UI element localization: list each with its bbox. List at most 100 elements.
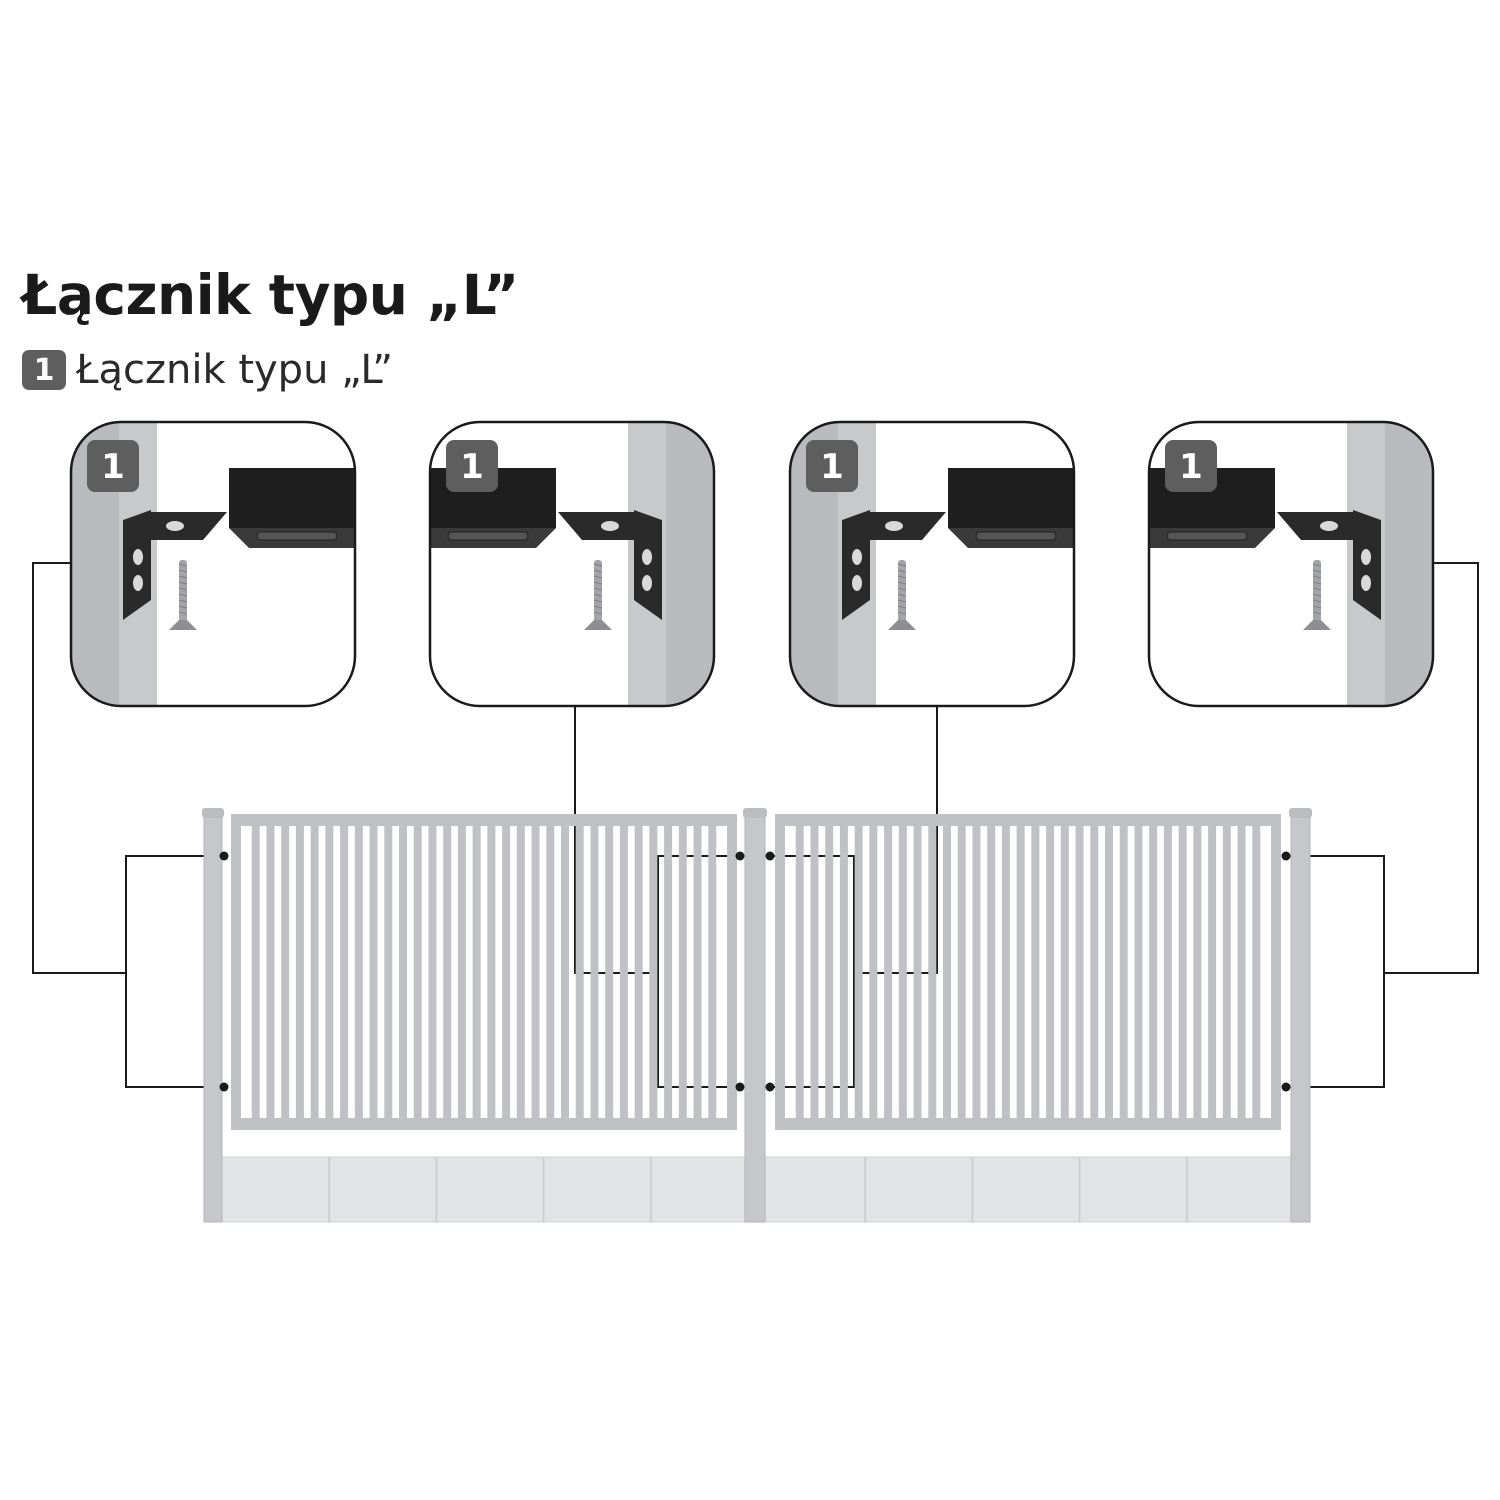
fence-picket <box>295 826 304 1118</box>
screw-thread <box>178 563 188 567</box>
screw-thread <box>1312 593 1322 597</box>
leader-line-4 <box>1384 562 1479 974</box>
fence-picket <box>310 826 319 1118</box>
screw-thread <box>178 599 188 603</box>
fence-post <box>1290 815 1311 1223</box>
attachment-points <box>219 851 1291 1092</box>
panel-frame <box>1271 814 1281 1130</box>
fence-picket <box>913 826 922 1118</box>
callout-number-badge <box>1165 440 1217 492</box>
fence-post <box>203 815 223 1223</box>
fence-picket <box>354 826 363 1118</box>
rail-slot <box>975 531 1057 541</box>
callout-number-badge <box>87 440 139 492</box>
callout-number: 1 <box>460 447 484 487</box>
fence-picket <box>1105 826 1113 1118</box>
fence-picket <box>854 826 863 1118</box>
callout-number-badge <box>446 440 498 492</box>
callout-number: 1 <box>820 447 844 487</box>
fence-picket <box>281 826 290 1118</box>
screw-thread <box>178 569 188 573</box>
screw-thread <box>897 611 907 615</box>
screw-thread <box>593 593 603 597</box>
screw-thread <box>897 605 907 609</box>
fence-post <box>744 815 766 1223</box>
fence-picket <box>693 826 702 1118</box>
fence-picket <box>472 826 481 1118</box>
bracket-hole <box>885 521 903 531</box>
screw-thread <box>1312 587 1322 591</box>
screw-head <box>169 620 197 630</box>
fence-picket <box>516 826 525 1118</box>
fence-picket <box>1001 826 1010 1118</box>
panel-top-rail <box>775 814 1281 826</box>
panel-frame <box>775 814 785 1130</box>
fence-picket <box>1119 826 1128 1118</box>
bracket-line-1 <box>125 855 224 1088</box>
legend-number-badge: 1 <box>22 350 66 390</box>
fence-picket <box>1016 826 1025 1118</box>
bracket-hole <box>1361 549 1371 565</box>
fence-picket <box>251 826 260 1118</box>
attachment-point <box>219 851 229 861</box>
rail-slot <box>256 531 338 541</box>
fence-picket <box>1031 826 1040 1118</box>
bracket-hole <box>642 549 652 565</box>
fence-picket <box>664 826 673 1118</box>
bracket-hole <box>852 575 862 591</box>
screw-thread <box>593 599 603 603</box>
callout-number: 1 <box>1179 447 1203 487</box>
attachment-point <box>735 851 745 861</box>
screw-head <box>1303 620 1331 630</box>
fence-picket <box>795 826 804 1118</box>
fence <box>202 808 1312 1223</box>
attachment-point <box>1281 851 1291 861</box>
fence-picket <box>825 826 834 1118</box>
fence-picket <box>869 826 878 1118</box>
panel-bottom-rail <box>231 1118 737 1130</box>
bracket-hole <box>133 575 143 591</box>
screw-thread <box>593 563 603 567</box>
screw-head <box>584 620 612 630</box>
screw-thread <box>178 581 188 585</box>
fence-picket <box>957 826 966 1118</box>
fence-picket <box>487 826 496 1118</box>
fence-picket <box>839 826 848 1118</box>
fence-picket <box>605 826 614 1118</box>
callout-frame <box>69 420 357 708</box>
panel-bottom-rail <box>775 1118 1281 1130</box>
screw-thread <box>593 605 603 609</box>
panel-frame <box>231 814 241 1130</box>
fence-picket <box>546 826 555 1118</box>
screw-thread <box>897 581 907 585</box>
fence-picket <box>943 826 951 1118</box>
screw-thread <box>1312 569 1322 573</box>
post-cap <box>743 808 767 818</box>
screw-thread <box>1312 575 1322 579</box>
screw-thread <box>897 575 907 579</box>
screw-thread <box>178 605 188 609</box>
fence-picket <box>1060 826 1069 1118</box>
fence-picket <box>1252 826 1261 1118</box>
bracket-hole <box>133 549 143 565</box>
fence-picket <box>590 826 599 1118</box>
callout-frame <box>788 420 1076 708</box>
attachment-point <box>735 1082 745 1092</box>
screw-thread <box>178 587 188 591</box>
fence-picket <box>1134 826 1143 1118</box>
attachment-point <box>765 851 775 861</box>
panel-top-rail <box>231 814 737 826</box>
fence-picket <box>266 826 275 1118</box>
fence-picket <box>413 826 422 1118</box>
screw-thread <box>1312 611 1322 615</box>
legend: 1 Łącznik typu „L” <box>22 350 393 390</box>
screw-thread <box>897 569 907 573</box>
screw-thread <box>593 569 603 573</box>
screw-thread <box>593 587 603 591</box>
callout-frame <box>428 420 716 708</box>
leader-line-3 <box>854 706 938 974</box>
callout-number-badge <box>806 440 858 492</box>
screw-thread <box>593 575 603 579</box>
fence-picket <box>369 826 378 1118</box>
